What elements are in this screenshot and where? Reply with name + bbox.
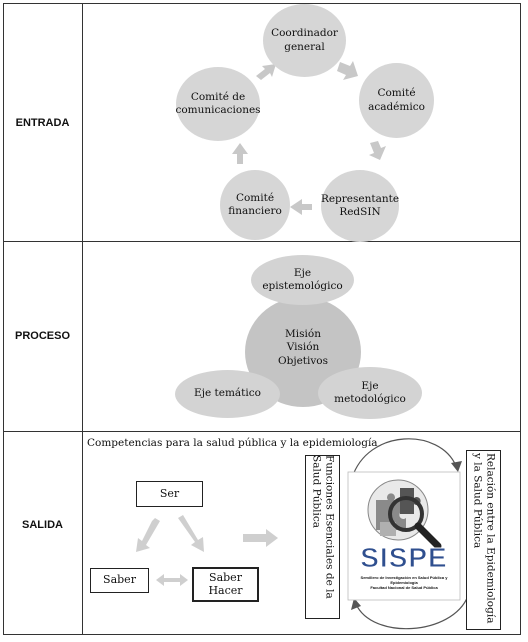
relacion-text: Relación entre la Epidemiología y la Sal… xyxy=(471,453,497,624)
box-ser: Ser xyxy=(136,481,203,507)
eje-epistemologico: Eje epistemológico xyxy=(251,255,354,305)
curved-arrow-top-head xyxy=(451,461,462,472)
box-saber: Saber xyxy=(90,568,149,593)
sispe-line1: Semillero de Investigación en Salud Públ… xyxy=(360,575,448,585)
salida-heading: Competencias para la salud pública y la … xyxy=(87,437,378,449)
proceso-center-label: Misión Visión Objetivos xyxy=(277,328,329,367)
sispe-wordmark: SISPE xyxy=(360,542,448,574)
arrow-saber-saberhacer xyxy=(156,574,188,586)
node-representante-redsin: Representante RedSIN xyxy=(321,170,399,242)
row-divider-2 xyxy=(3,431,521,432)
arrow-ser-saber xyxy=(136,518,160,552)
funciones-text: Funciones Esenciales de la Salud Pública xyxy=(310,455,336,599)
arrow-to-funciones xyxy=(243,529,278,547)
cycle-arrow-4 xyxy=(232,143,248,164)
curved-arrow-bottom-head xyxy=(351,598,361,610)
cycle-arrow-3 xyxy=(290,199,312,215)
curved-arrow-bottom xyxy=(355,595,469,630)
node-comite-financiero: Comité financiero xyxy=(220,170,290,240)
eje-metodologico: Eje metodológico xyxy=(318,367,422,419)
row-label-proceso: PROCESO xyxy=(14,330,70,342)
node-coordinador-general: Coordinador general xyxy=(263,4,346,77)
eje-tematico: Eje temático xyxy=(175,370,280,418)
sispe-line2: Facultad Nacional de Salud Pública xyxy=(370,585,438,590)
box-saber-hacer: Saber Hacer xyxy=(192,567,259,602)
row-label-entrada: ENTRADA xyxy=(15,117,70,129)
column-divider xyxy=(82,3,83,635)
relacion-box: Relación entre la Epidemiología y la Sal… xyxy=(466,450,501,630)
node-comite-academico: Comité académico xyxy=(359,63,434,138)
curved-arrow-top xyxy=(351,438,457,479)
sispe-logo: SISPE Semillero de Investigación en Salu… xyxy=(346,470,462,602)
cycle-arrow-1 xyxy=(337,61,358,80)
row-label-salida: SALIDA xyxy=(22,519,63,531)
arrow-ser-saberhacer xyxy=(178,515,204,552)
cycle-arrow-5 xyxy=(256,64,276,80)
sispe-logo-graphic xyxy=(347,471,461,601)
node-comite-comunicaciones: Comité de comunicaciones xyxy=(175,67,261,141)
table-frame xyxy=(3,3,521,635)
cycle-arrow-2 xyxy=(369,141,386,160)
funciones-box: Funciones Esenciales de la Salud Pública xyxy=(305,455,340,619)
row-divider-1 xyxy=(3,241,521,242)
